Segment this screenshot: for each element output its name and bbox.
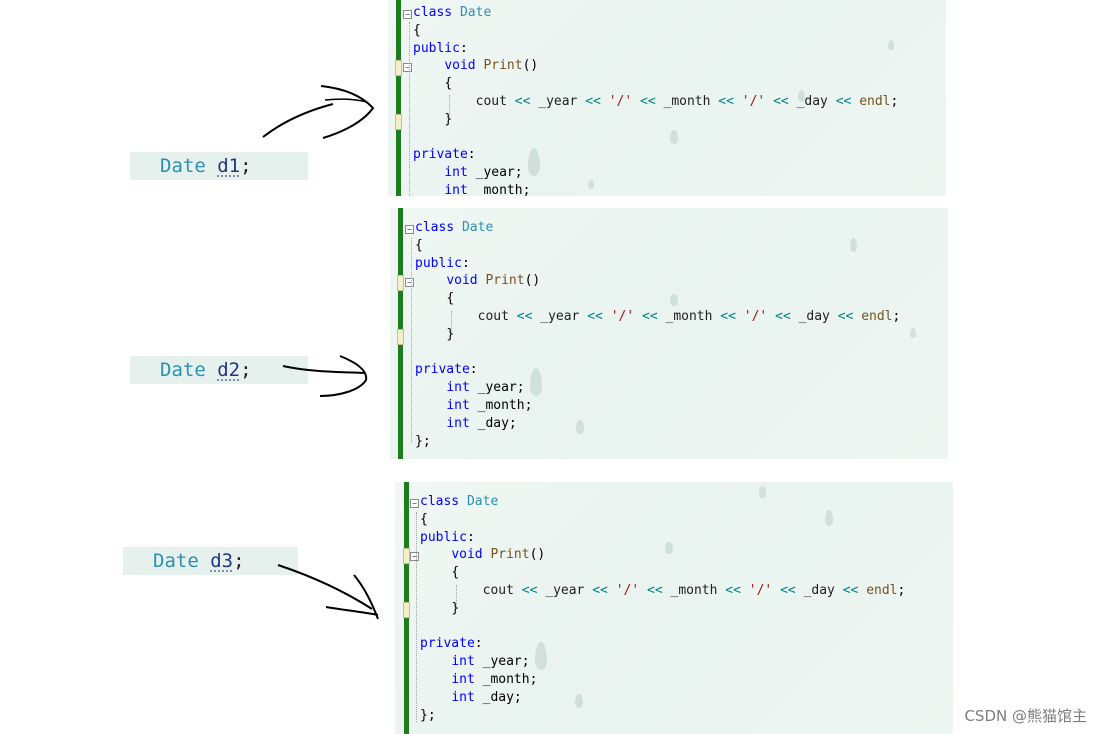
declaration-d3: Date d3; bbox=[123, 547, 298, 575]
variable-name: d1 bbox=[217, 155, 241, 177]
collapse-toggle[interactable]: − bbox=[410, 499, 419, 508]
change-bar bbox=[397, 208, 404, 459]
code-panel-1: − − class Date { public: void Print() { … bbox=[388, 0, 946, 196]
code-panel-3: − − class Date { public: void Print() { … bbox=[395, 482, 953, 734]
type-name: Date bbox=[153, 550, 199, 572]
change-bar bbox=[395, 0, 402, 196]
code-block: class Date { public: void Print() { cout… bbox=[420, 494, 906, 723]
collapse-toggle[interactable]: − bbox=[410, 552, 419, 561]
change-bar bbox=[403, 482, 410, 734]
type-name: Date bbox=[160, 155, 206, 177]
semicolon: ; bbox=[240, 155, 252, 177]
declaration-d2: Date d2; bbox=[130, 356, 308, 384]
collapse-toggle[interactable]: − bbox=[403, 63, 412, 72]
arrow-3 bbox=[277, 564, 379, 620]
collapse-toggle[interactable]: − bbox=[405, 225, 414, 234]
declaration-d1: Date d1; bbox=[130, 152, 308, 180]
semicolon: ; bbox=[240, 359, 252, 381]
code-block: class Date { public: void Print() { cout… bbox=[415, 220, 901, 449]
watermark: CSDN @熊猫馆主 bbox=[964, 707, 1087, 725]
type-name: Date bbox=[160, 359, 206, 381]
collapse-toggle[interactable]: − bbox=[405, 278, 414, 287]
arrow-1 bbox=[262, 85, 375, 139]
variable-name: d3 bbox=[210, 550, 234, 572]
code-panel-2: − − class Date { public: void Print() { … bbox=[390, 208, 948, 459]
variable-name: d2 bbox=[217, 359, 241, 381]
code-block: class Date { public: void Print() { cout… bbox=[413, 5, 899, 196]
collapse-toggle[interactable]: − bbox=[403, 10, 412, 19]
arrow-2 bbox=[282, 355, 368, 397]
semicolon: ; bbox=[233, 550, 245, 572]
